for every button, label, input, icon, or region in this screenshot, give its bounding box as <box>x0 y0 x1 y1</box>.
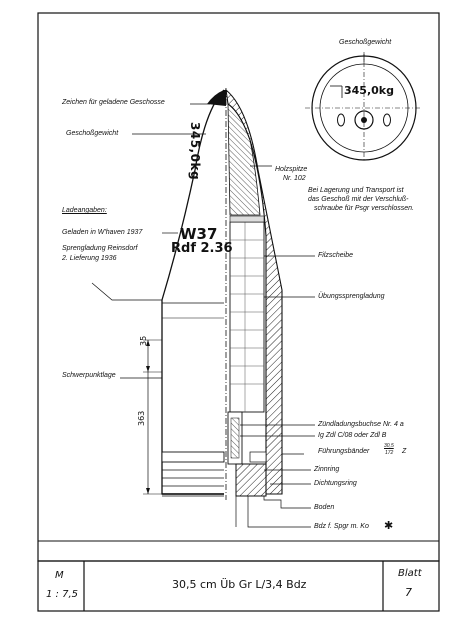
nose-marking <box>207 90 226 106</box>
tb-title: 30,5 cm Üb Gr L/3,4 Bdz <box>172 578 307 591</box>
label-filzscheibe: Filzscheibe <box>318 252 354 259</box>
leader-lines-left <box>91 103 210 379</box>
label-zeichen: Zeichen für geladene Geschosse <box>62 99 165 106</box>
shell-outline-left <box>161 89 225 495</box>
marking-w37: W37 <box>180 225 218 243</box>
label-schwerpunkt: Schwerpunktlage <box>62 372 116 379</box>
label-boden: Boden <box>314 504 335 511</box>
title-block-frame <box>37 560 440 612</box>
label-fuehrung-num: 30,5 <box>384 443 394 449</box>
label-zuend: Zündladungsbuchse Nr. 4 a <box>318 421 404 428</box>
wood-tip <box>227 103 261 216</box>
label-ladeangaben: Ladeangaben: <box>62 207 107 214</box>
label-lagerung-2: das Geschoß mit der Verschluß- <box>308 196 409 203</box>
label-holzspitze: Holzspitze <box>275 166 308 173</box>
label-holzspitze-nr: Nr. 102 <box>283 175 306 182</box>
dimension-363: 363 <box>137 410 146 426</box>
label-fuehrung-suffix: Z <box>402 448 407 455</box>
star-icon: ✱ <box>384 519 394 532</box>
label-bdz: Bdz f. Spgr m. Ko <box>314 523 369 530</box>
weight-marking: 345,0kg <box>188 122 202 181</box>
label-lagerung-3: schraube für Psgr verschlossen. <box>314 205 414 212</box>
label-uebung: Übungssprengladung <box>318 293 385 300</box>
label-fuehrung: Führungsbänder <box>318 448 370 455</box>
label-geschossgewicht: Geschoßgewicht <box>66 130 119 137</box>
marking-rdf: Rdf 2.36 <box>171 241 233 256</box>
label-geladen: Geladen in W'haven 1937 <box>62 229 143 236</box>
label-sprengladung: Sprengladung Reinsdorf <box>62 245 138 252</box>
label-fuehrung-den: 172 <box>385 450 394 456</box>
dimension-35: 35 <box>139 335 148 346</box>
practice-charge <box>229 221 265 413</box>
tb-scale: 1 : 7,5 <box>46 589 78 600</box>
label-geschossgewicht-top: Geschoßgewicht <box>339 39 392 46</box>
base-view <box>305 52 422 162</box>
felt-disc <box>229 215 265 223</box>
label-zinnring: Zinnring <box>314 466 340 473</box>
base-plug <box>235 463 267 497</box>
tb-m-label: M <box>55 570 64 581</box>
label-lieferung: 2. Lieferung 1936 <box>62 255 117 262</box>
leader-lines-right <box>235 165 315 528</box>
driving-band <box>161 451 225 463</box>
tb-blatt-number: 7 <box>405 586 412 599</box>
tb-blatt-label: Blatt <box>398 568 422 579</box>
label-dichtung: Dichtungsring <box>314 480 357 487</box>
circle-weight: 345,0kg <box>344 84 394 97</box>
label-zdl: Ig Zdl C/08 oder Zdl B <box>318 432 387 439</box>
label-lagerung-1: Bei Lagerung und Transport ist <box>308 187 404 194</box>
